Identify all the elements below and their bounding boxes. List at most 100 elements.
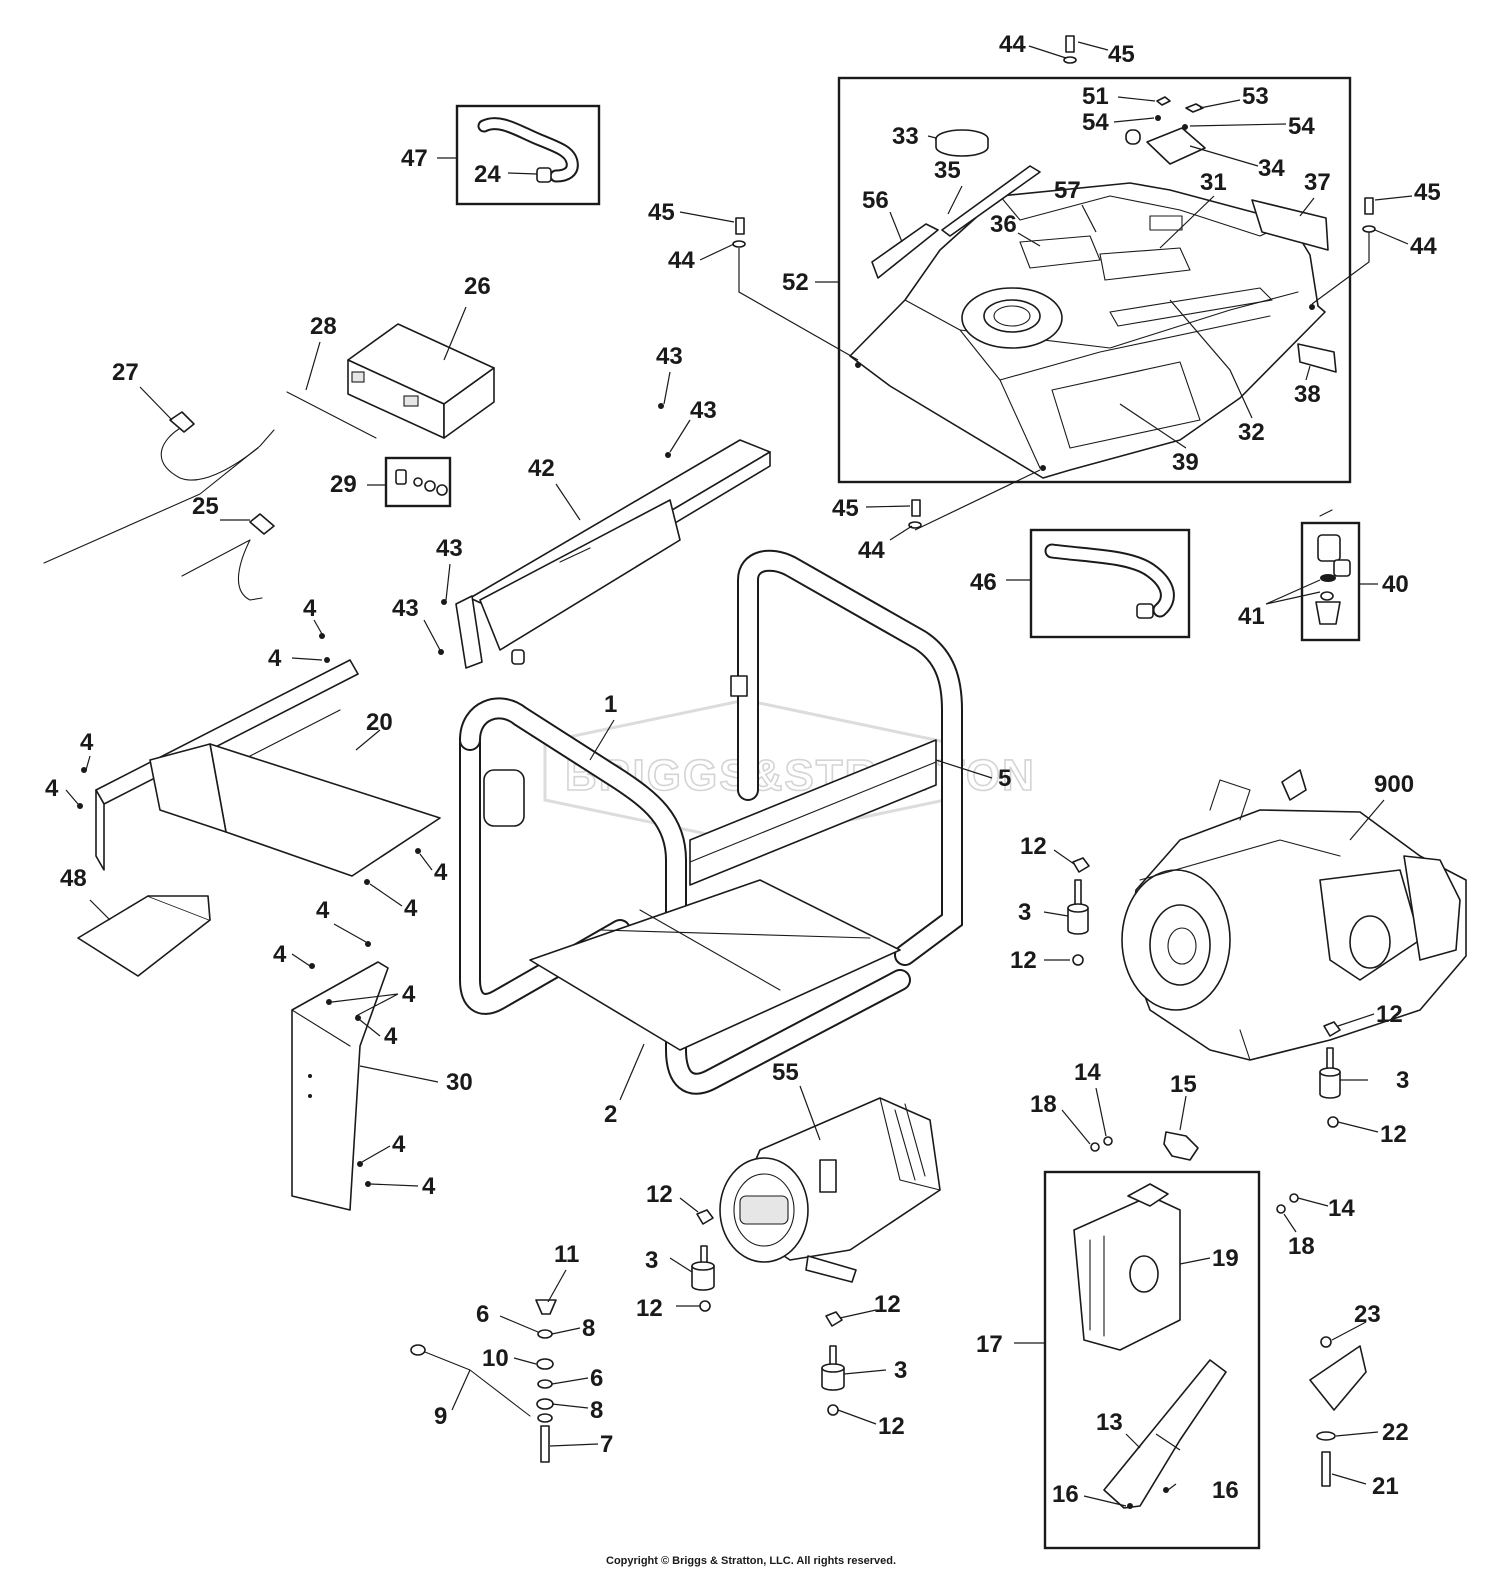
fuel-hose-47 xyxy=(477,117,579,183)
muffler-19 xyxy=(1073,1183,1181,1351)
decal-56 xyxy=(871,223,939,279)
callout-4l: 4 xyxy=(422,1173,436,1200)
decal-51 xyxy=(1156,96,1171,106)
callout-3-engine-top: 3 xyxy=(1018,899,1031,926)
copyright-notice: Copyright © Briggs & Stratton, LLC. All … xyxy=(606,1555,896,1567)
screws-4 xyxy=(77,633,421,1187)
callout-33: 33 xyxy=(892,123,919,150)
fuel-tank xyxy=(849,182,1326,479)
callout-31: 31 xyxy=(1200,169,1227,196)
fuel-cap-33 xyxy=(935,129,989,157)
mount-3-alt-left xyxy=(691,1209,715,1312)
callout-47: 47 xyxy=(401,145,428,172)
callout-53: 53 xyxy=(1242,83,1269,110)
callout-15: 15 xyxy=(1170,1071,1197,1098)
callout-37: 37 xyxy=(1304,169,1331,196)
callout-4d: 4 xyxy=(45,775,59,802)
callout-14b: 14 xyxy=(1328,1195,1355,1222)
plate-48-edge xyxy=(147,895,211,921)
callout-44a: 44 xyxy=(999,31,1026,58)
callout-22: 22 xyxy=(1382,1419,1409,1446)
callout-52: 52 xyxy=(782,269,809,296)
callout-4h: 4 xyxy=(273,941,287,968)
callout-20: 20 xyxy=(366,709,393,736)
screw-54-right xyxy=(1182,124,1188,130)
callout-45a: 45 xyxy=(1108,41,1135,68)
callout-9: 9 xyxy=(434,1403,447,1430)
callout-5: 5 xyxy=(998,765,1011,792)
fuel-hose-46 xyxy=(1044,543,1175,619)
callout-28: 28 xyxy=(310,313,337,340)
callout-12c: 12 xyxy=(1376,1001,1403,1028)
callout-12g: 12 xyxy=(874,1291,901,1318)
callout-44d: 44 xyxy=(858,537,885,564)
fuel-tank-kit-52-box xyxy=(837,76,1352,484)
tie-strap-28 xyxy=(286,391,377,439)
tank-bolts-44-45 xyxy=(732,35,1376,529)
callout-4k: 4 xyxy=(392,1131,406,1158)
callout-24: 24 xyxy=(474,161,501,188)
callout-2: 2 xyxy=(604,1101,617,1128)
bracket-21-23 xyxy=(1309,1336,1367,1487)
callout-8a: 8 xyxy=(582,1315,595,1342)
callout-45d: 45 xyxy=(832,495,859,522)
callout-27: 27 xyxy=(112,359,139,386)
callout-44b: 44 xyxy=(668,247,695,274)
callout-12d: 12 xyxy=(1380,1121,1407,1148)
frame-1 xyxy=(459,549,963,1095)
fuel-valve-40 xyxy=(1315,509,1351,625)
callout-4a: 4 xyxy=(303,595,317,622)
hardware-29 xyxy=(395,469,448,496)
callout-45c: 45 xyxy=(1414,179,1441,206)
callout-3-alt-right: 3 xyxy=(894,1357,907,1384)
ground-wire-9 xyxy=(410,1344,531,1417)
callout-3-alt-left: 3 xyxy=(645,1247,658,1274)
bracket-13 xyxy=(1103,1359,1227,1509)
battery-26 xyxy=(347,323,495,439)
callout-44c: 44 xyxy=(1410,233,1437,260)
alternator-55 xyxy=(719,1097,941,1283)
callout-21: 21 xyxy=(1372,1473,1399,1500)
callout-7: 7 xyxy=(600,1431,613,1458)
callout-23: 23 xyxy=(1354,1301,1381,1328)
gasket-15 xyxy=(1163,1131,1199,1161)
callout-12e: 12 xyxy=(646,1181,673,1208)
callout-36: 36 xyxy=(990,211,1017,238)
callout-42: 42 xyxy=(528,455,555,482)
callout-10: 10 xyxy=(482,1345,509,1372)
callout-3-engine-bottom: 3 xyxy=(1396,1067,1409,1094)
callout-48: 48 xyxy=(60,865,87,892)
callout-34: 34 xyxy=(1258,155,1285,182)
callout-43b: 43 xyxy=(690,397,717,424)
callout-43d: 43 xyxy=(392,595,419,622)
callout-18b: 18 xyxy=(1288,1233,1315,1260)
callout-12b: 12 xyxy=(1010,947,1037,974)
callout-12a: 12 xyxy=(1020,833,1047,860)
callout-1: 1 xyxy=(604,691,617,718)
callout-4c: 4 xyxy=(80,729,94,756)
decal-38 xyxy=(1297,343,1337,373)
callout-32: 32 xyxy=(1238,419,1265,446)
callout-12h: 12 xyxy=(878,1413,905,1440)
callout-6a: 6 xyxy=(476,1301,489,1328)
leader-lines xyxy=(65,41,1413,1507)
callout-17: 17 xyxy=(976,1331,1003,1358)
kit-40-box xyxy=(1300,521,1361,642)
callout-38: 38 xyxy=(1294,381,1321,408)
callout-4g: 4 xyxy=(316,897,330,924)
callout-41: 41 xyxy=(1238,603,1265,630)
callout-30: 30 xyxy=(446,1069,473,1096)
mount-3-engine-top xyxy=(1067,857,1090,966)
callout-13: 13 xyxy=(1096,1409,1123,1436)
kit-29-box xyxy=(384,456,452,508)
callout-51: 51 xyxy=(1082,83,1109,110)
callout-39: 39 xyxy=(1172,449,1199,476)
callout-8b: 8 xyxy=(590,1397,603,1424)
callout-6b: 6 xyxy=(590,1365,603,1392)
mount-3-alt-right xyxy=(821,1311,845,1416)
screw-54-left xyxy=(1155,115,1161,121)
callout-900: 900 xyxy=(1374,771,1414,798)
decal-37 xyxy=(1251,199,1329,251)
control-box-42 xyxy=(455,439,771,669)
